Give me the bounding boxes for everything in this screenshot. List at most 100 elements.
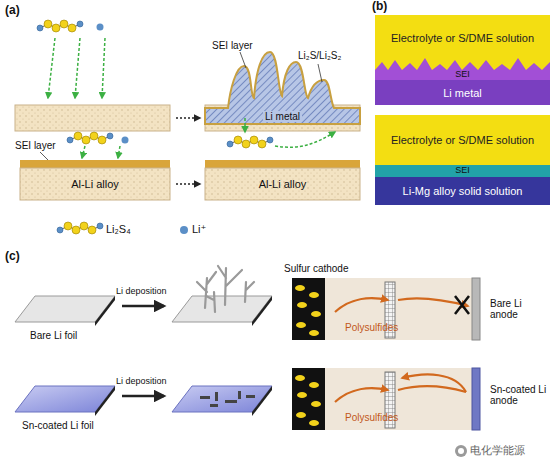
drawing-part [37, 20, 83, 32]
drawing-part [82, 146, 120, 158]
drawing-part [295, 375, 305, 381]
drawing-part [210, 404, 218, 407]
drawing-part [472, 278, 480, 340]
drawing-part [205, 52, 360, 124]
drawing-part [325, 368, 480, 430]
layer-label: Electrolyte or S/DME solution [391, 32, 534, 44]
drawing-part [318, 64, 322, 82]
layer-label: Li metal [443, 87, 482, 99]
electrode-slab: Al-Li alloy [20, 168, 170, 200]
callout-label: Sulfur cathode [284, 263, 349, 274]
callout-label: Sn-coated Li foil [22, 420, 94, 431]
drawing-part [296, 412, 306, 418]
process-arrow [176, 183, 200, 185]
callout-label: SEI layer [15, 140, 56, 151]
drawing-part [295, 375, 321, 426]
drawing-part [205, 160, 360, 168]
drawing-part [252, 296, 272, 326]
drawing-part [15, 105, 170, 131]
drawing-part [252, 386, 272, 416]
drawing-part [57, 222, 103, 234]
drawing-part [122, 137, 129, 144]
drawing-part [205, 168, 360, 200]
drawing-part [402, 375, 466, 392]
sn-coated-deposit-foil [172, 386, 272, 416]
drawing-part [311, 401, 321, 407]
drawing-part [458, 448, 464, 454]
panel-letter: (a) [5, 4, 20, 17]
drawing-part [20, 160, 170, 168]
callout-label: Li deposition [116, 377, 167, 387]
drawing-part [275, 132, 335, 147]
layer-label: Al-Li alloy [71, 178, 119, 190]
drawing-part [238, 391, 241, 399]
drawing-part [200, 391, 255, 407]
drawing-part [311, 311, 321, 317]
drawing-part [102, 38, 105, 98]
process-arrow [122, 305, 164, 308]
panel-letter: (b) [372, 0, 387, 13]
legend-swatch [180, 226, 188, 234]
drawing-part [95, 296, 115, 326]
interface-schematic [375, 15, 550, 205]
li-metal-scene [15, 20, 170, 131]
drawing-part [309, 292, 319, 298]
drawing-part [375, 165, 550, 177]
callout-label: Li deposition [116, 287, 167, 297]
drawing-part [82, 146, 85, 158]
drawing-part [227, 136, 273, 148]
drawing-part [455, 445, 467, 457]
layer-label: Electrolyte or S/DME solution [391, 134, 534, 146]
layer-label: SEI [455, 70, 470, 80]
drawing-part [297, 302, 307, 308]
dendrite-foil [172, 266, 272, 326]
drawing-part [335, 298, 388, 312]
drawing-part [244, 118, 246, 132]
watermark-icon [455, 445, 467, 457]
li-metal-dendrite-scene [205, 52, 360, 131]
drawing-part [245, 282, 254, 302]
drawing-part [375, 115, 550, 205]
interface-band: Li metal [375, 81, 550, 105]
li-s-cell-sn [292, 368, 480, 430]
drawing-part [200, 396, 210, 399]
drawing-part [20, 168, 170, 200]
drawing-part [375, 58, 550, 82]
layer-label: SEI [455, 166, 470, 176]
drawing-part [197, 272, 216, 308]
interface-band: SEI [375, 69, 550, 81]
callout-label: Bare Li foil [30, 330, 77, 341]
callout-label: Bare Li anode [490, 298, 550, 320]
watermark: 电化学能源 [470, 444, 525, 456]
layer-label: Li-Mg alloy solid solution [403, 185, 523, 197]
drawing-part [118, 146, 120, 158]
drawing-part [206, 292, 215, 312]
callout-label: Polysulfides [345, 412, 398, 423]
process-arrow [176, 117, 200, 119]
li-s-cell-bare [292, 278, 480, 340]
drawing-part [292, 368, 325, 430]
panel-letter: (c) [5, 250, 20, 263]
process-arrow [122, 395, 164, 398]
drawing-part [97, 24, 104, 31]
drawing-part [95, 386, 115, 416]
drawing-part [48, 38, 55, 98]
callout-label: Sn-coated Li anode [490, 384, 550, 406]
sn-coated-foil [15, 386, 115, 416]
drawing-part [375, 15, 550, 105]
legend-sample [57, 222, 103, 234]
interface-band: Li-Mg alloy solid solution [375, 177, 550, 205]
electrode-slab: Al-Li alloy [205, 168, 360, 200]
drawing-part [292, 278, 325, 340]
drawing-part [325, 278, 480, 340]
drawing-part [75, 38, 80, 98]
interface-band: Electrolyte or S/DME solution [375, 15, 550, 61]
drawing-part [335, 388, 388, 402]
drawing-part [215, 392, 218, 401]
drawing-part [197, 266, 254, 312]
drawing-part [225, 400, 237, 403]
layer-label: Al-Li alloy [259, 178, 307, 190]
drawing-part [309, 330, 319, 336]
